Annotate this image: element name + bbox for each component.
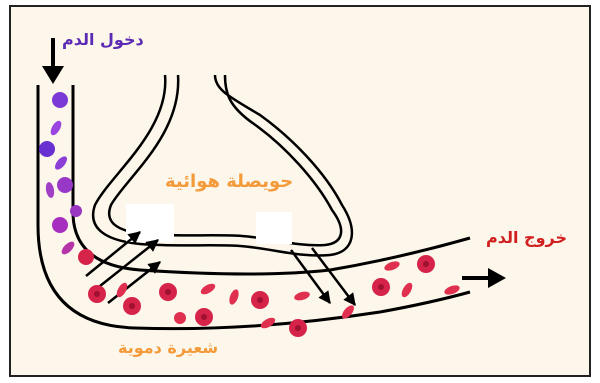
air-space-right bbox=[256, 212, 292, 244]
blood-out-label: خروج الدم bbox=[486, 228, 567, 247]
blood-cell bbox=[39, 141, 55, 157]
blood-cell bbox=[78, 249, 94, 265]
blood-in-label: دخول الدم bbox=[62, 30, 144, 49]
blood-cell bbox=[52, 217, 68, 233]
blood-cell bbox=[57, 177, 73, 193]
blood-cell bbox=[52, 92, 68, 108]
capillary-label: شعيرة دموية bbox=[118, 338, 218, 357]
blood-cell bbox=[70, 205, 82, 217]
alveolus-label: حويصلة هوائية bbox=[165, 171, 293, 192]
blood-cell bbox=[174, 312, 186, 324]
